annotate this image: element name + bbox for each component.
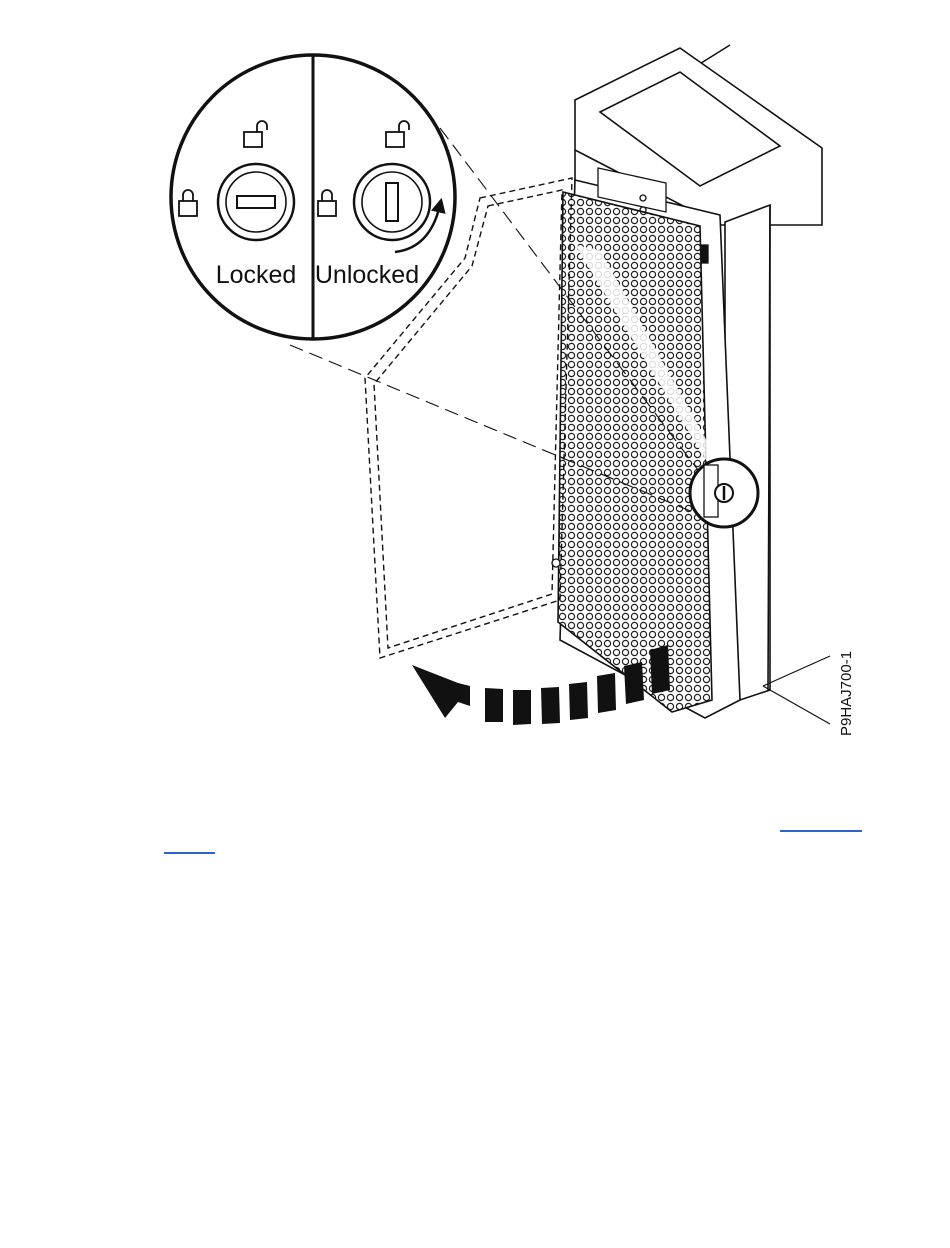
unlocked-label: Unlocked xyxy=(315,261,419,289)
key-lock-icon xyxy=(354,164,430,240)
perforated-front-door xyxy=(558,192,712,712)
figure-id-label: P9HAJ700-1 xyxy=(838,651,855,736)
hyperlink-underline[interactable] xyxy=(780,830,862,832)
lock-zoom-circle: Locked Unlocked xyxy=(171,55,455,339)
door-lock-highlight xyxy=(690,459,758,527)
figure-id-leader xyxy=(763,656,830,724)
locked-label: Locked xyxy=(216,261,297,289)
key-lock-icon xyxy=(218,164,294,240)
hyperlink-underline[interactable] xyxy=(164,852,215,854)
